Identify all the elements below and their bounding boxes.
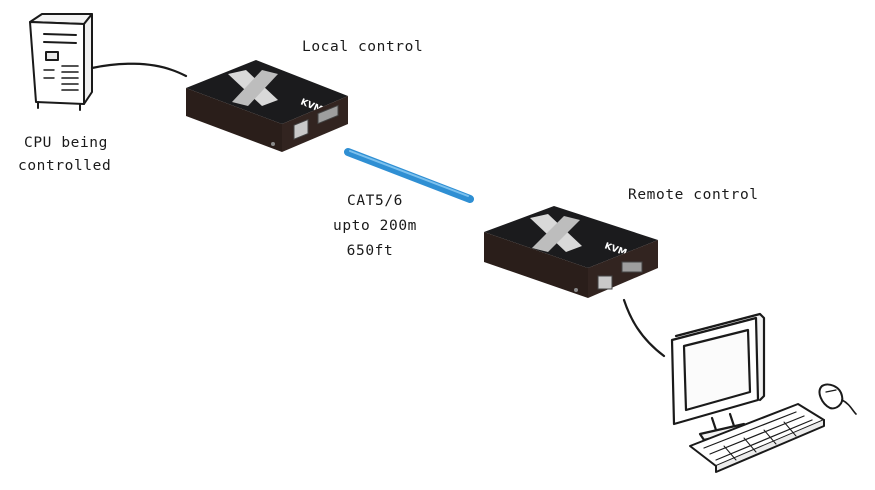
local-control-label: Local control: [302, 39, 424, 55]
mouse-icon: [818, 383, 857, 415]
kvm-extender-remote-icon: KVM: [484, 206, 658, 298]
kvm-extender-local-icon: KVM: [186, 60, 348, 152]
cat5-cable-icon: [344, 148, 474, 203]
cpu-label-line1: CPU being: [24, 135, 108, 151]
remote-control-label: Remote control: [628, 187, 759, 203]
keyboard-icon: [689, 403, 825, 473]
pc-tower-icon: [29, 13, 93, 111]
cable-label-line3: 650ft: [346, 243, 394, 259]
cable-label-line2: upto 200m: [333, 218, 417, 234]
cpu-label-line2: controlled: [18, 158, 112, 174]
remote-to-monitor-cable: [622, 298, 666, 358]
pc-to-local-cable: [90, 62, 188, 78]
monitor-icon: [670, 312, 766, 442]
cable-label-line1: CAT5/6: [347, 193, 403, 209]
